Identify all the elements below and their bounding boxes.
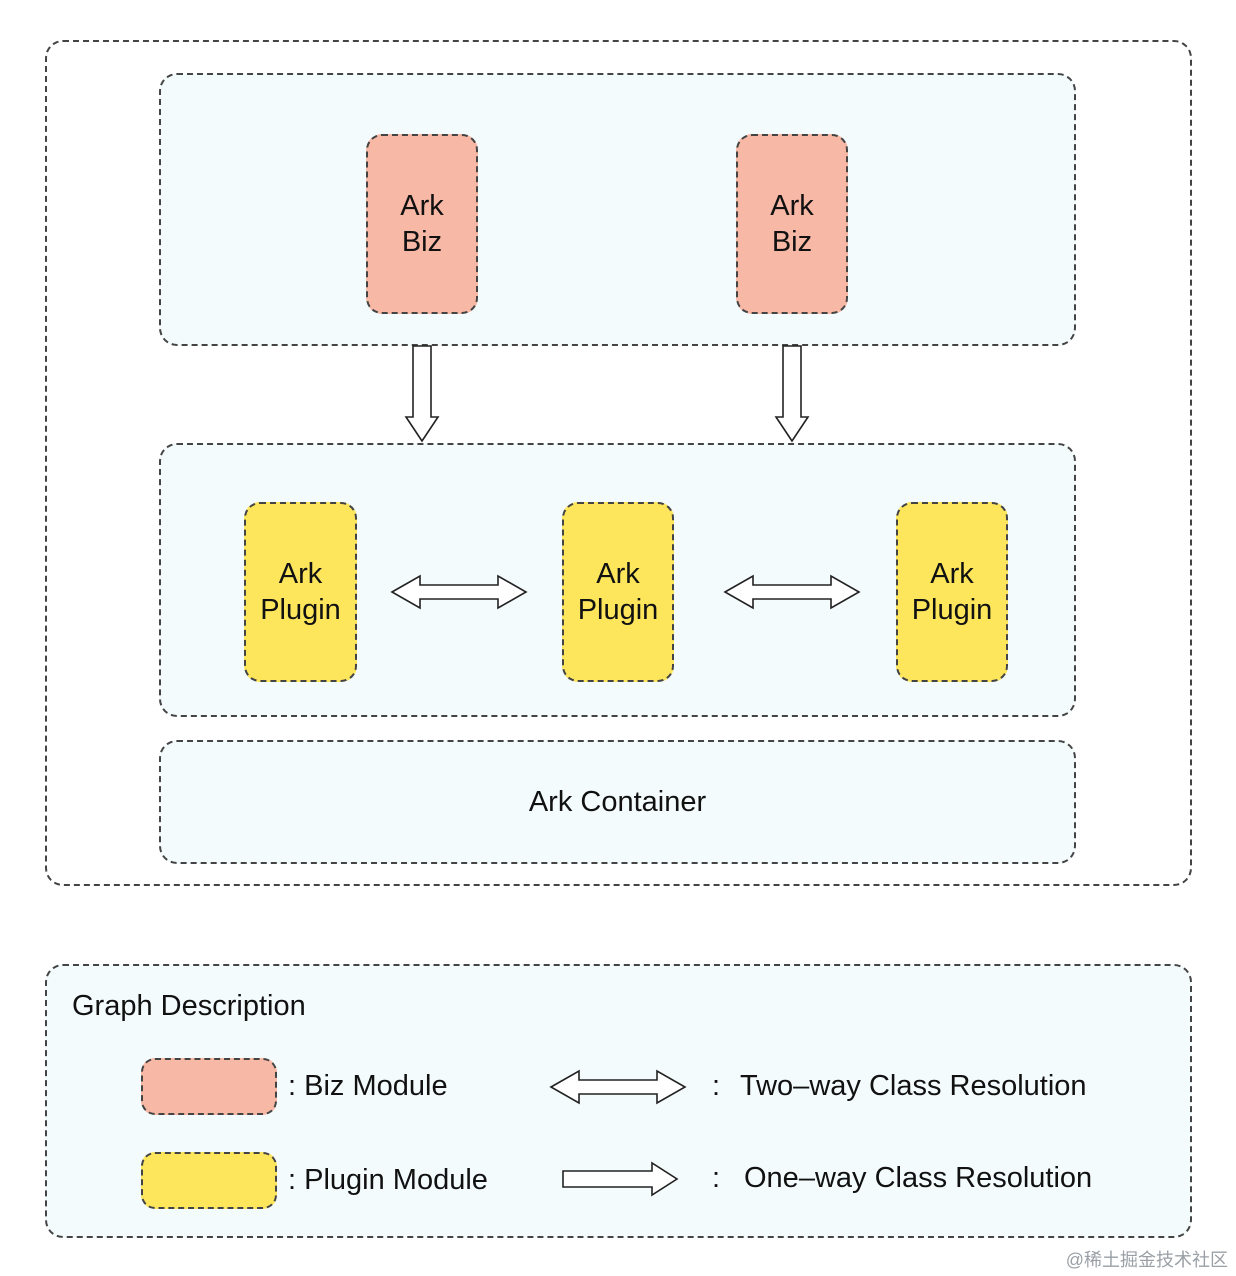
legend-two-way-arrow: [549, 1069, 687, 1105]
ark-container: Ark Container: [159, 740, 1076, 864]
legend-title: Graph Description: [72, 990, 306, 1022]
module-label: Plugin: [577, 594, 659, 626]
legend-biz-swatch: [141, 1058, 277, 1115]
container-label: Ark Container: [528, 785, 707, 818]
legend-plugin-swatch: [141, 1152, 277, 1209]
ark-biz-module-2: Ark Biz: [736, 134, 848, 314]
ark-biz-module-1: Ark Biz: [366, 134, 478, 314]
two-way-arrow-1: [390, 574, 528, 610]
legend-one-way-arrow: [562, 1161, 679, 1197]
legend-plugin-label: : Plugin Module: [288, 1164, 488, 1196]
legend-two-way-colon: :: [712, 1070, 721, 1102]
two-way-arrow-2: [723, 574, 861, 610]
one-way-arrow-1: [404, 345, 440, 443]
legend-one-way-label: One–way Class Resolution: [744, 1162, 1093, 1194]
module-label: Ark: [278, 558, 323, 590]
biz-layer: [159, 73, 1076, 346]
ark-plugin-module-2: Ark Plugin: [562, 502, 674, 682]
module-label: Ark: [930, 558, 974, 590]
ark-plugin-module-1: Ark Plugin: [244, 502, 357, 682]
ark-plugin-module-3: Ark Plugin: [896, 502, 1008, 682]
module-label: Plugin: [911, 594, 993, 626]
module-label: Biz: [401, 226, 443, 258]
module-label: Plugin: [260, 594, 341, 626]
legend-one-way-colon: :: [712, 1162, 721, 1194]
legend-biz-label: : Biz Module: [288, 1070, 448, 1102]
module-label: Biz: [771, 226, 813, 258]
module-label: Ark: [400, 190, 444, 222]
legend-two-way-label: Two–way Class Resolution: [740, 1070, 1087, 1102]
module-label: Ark: [596, 558, 640, 590]
watermark: @稀土掘金技术社区: [1065, 1250, 1228, 1270]
architecture-frame: [45, 40, 1192, 886]
module-label: Ark: [770, 190, 814, 222]
one-way-arrow-2: [774, 345, 810, 443]
